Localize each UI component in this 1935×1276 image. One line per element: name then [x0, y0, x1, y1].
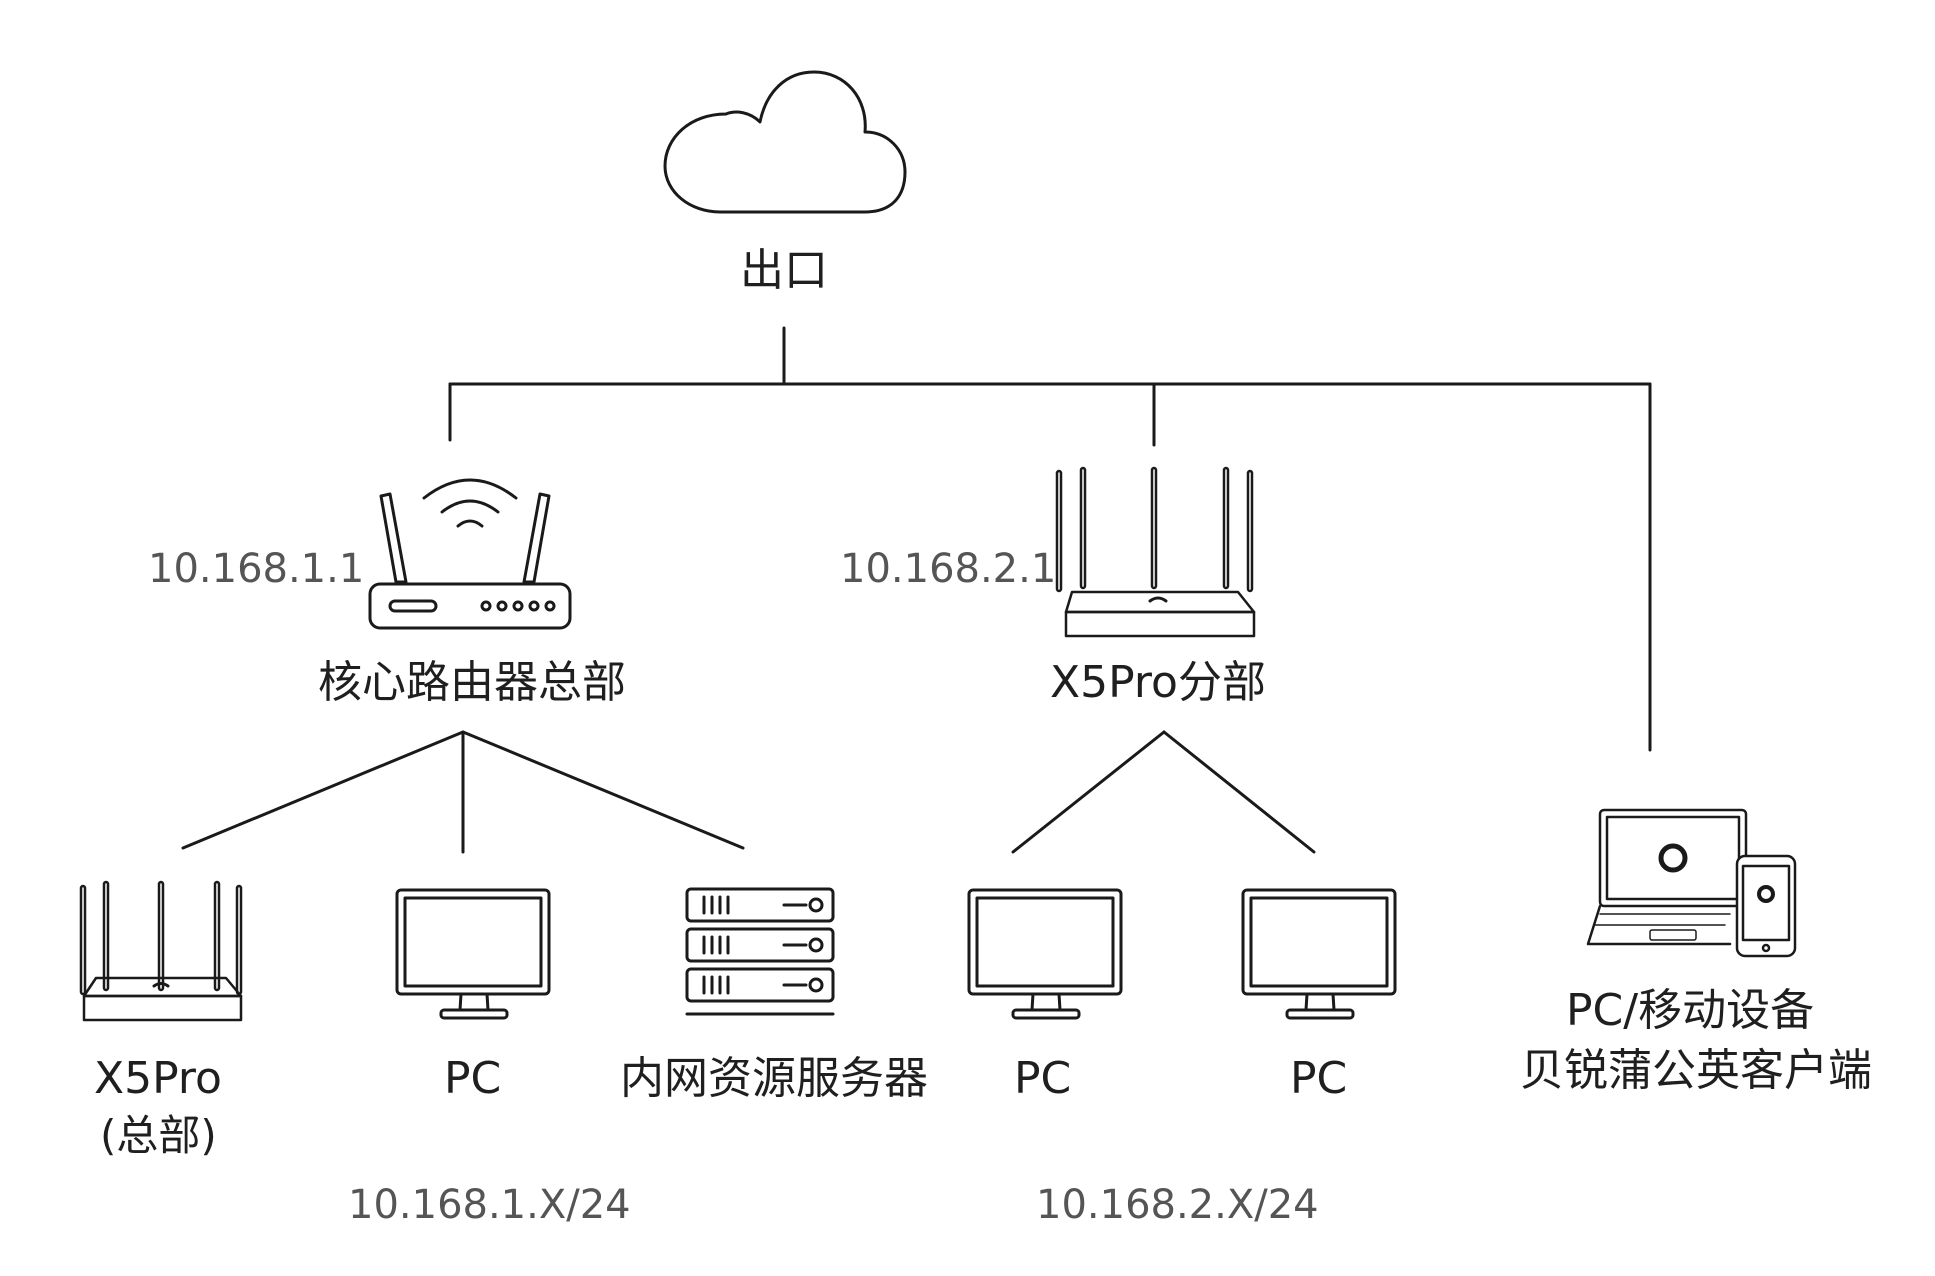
- wifi-router-icon: [368, 478, 572, 630]
- laptop-icon: [1586, 808, 1748, 946]
- pc-monitor-icon: [967, 888, 1123, 1020]
- connection-lines: [181, 326, 1652, 854]
- server-icon: [685, 887, 835, 1016]
- branch-subnet-label: 10.168.2.X/24: [1036, 1182, 1319, 1228]
- pc-monitor-icon: [395, 888, 551, 1020]
- mobile-phone-icon: [1735, 854, 1797, 958]
- hq-x5pro-sublabel: (总部): [100, 1111, 217, 1160]
- remote-client-sublabel: 贝锐蒲公英客户端: [1520, 1045, 1872, 1096]
- pc-monitor-icon: [1241, 888, 1397, 1020]
- cloud-icon: [663, 70, 907, 214]
- x5pro-router-icon: [79, 880, 243, 1022]
- core-router-ip: 10.168.1.1: [148, 546, 365, 592]
- hq-x5pro-label: X5Pro: [94, 1053, 222, 1104]
- branch-router-ip: 10.168.2.1: [840, 546, 1057, 592]
- core-router-label: 核心路由器总部: [318, 657, 626, 708]
- x5pro-router-icon: [1055, 466, 1256, 638]
- hq-pc-label: PC: [444, 1053, 502, 1104]
- branch-pc-1-label: PC: [1014, 1053, 1072, 1104]
- hq-subnet-label: 10.168.1.X/24: [348, 1182, 631, 1228]
- server-label: 内网资源服务器: [620, 1053, 928, 1104]
- cloud-label: 出口: [740, 245, 828, 296]
- remote-client-label: PC/移动设备: [1566, 985, 1815, 1036]
- branch-router-label: X5Pro分部: [1050, 657, 1266, 708]
- branch-pc-2-label: PC: [1290, 1053, 1348, 1104]
